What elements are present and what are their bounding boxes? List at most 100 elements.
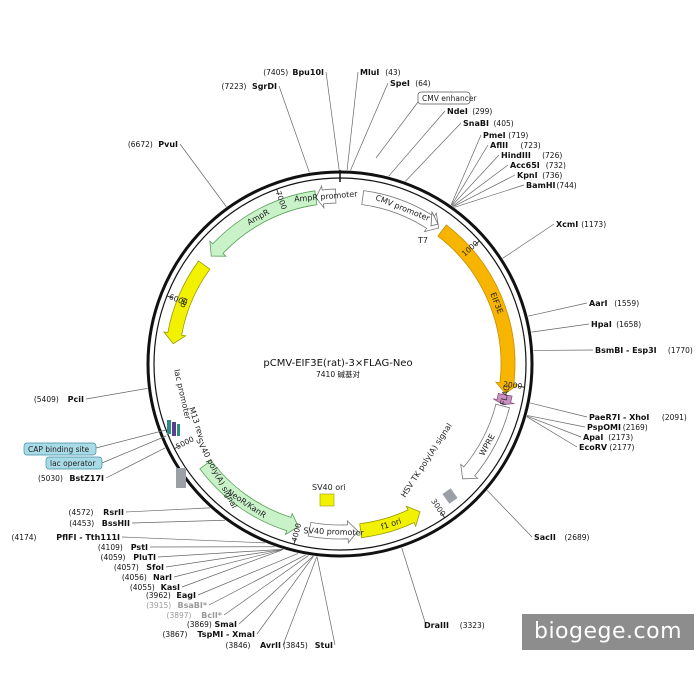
site-pluti: PluTI(4059): [101, 553, 156, 562]
site-position: (5030): [38, 474, 63, 483]
site-avrii: AvrII (3846): [226, 641, 281, 650]
watermark: biogege.com: [522, 614, 694, 650]
site-bamhi: BamHI(744): [526, 181, 577, 190]
site-eagi: EagI(3962): [146, 591, 196, 600]
site-name: AarI: [589, 299, 608, 308]
site-psti: PstI (4109): [98, 543, 148, 552]
site-position: (1559): [614, 299, 639, 308]
site-tspmi-xmai: TspMI - XmaI(3867): [162, 630, 255, 639]
t7-label: T7: [417, 236, 428, 245]
site-position: (2177): [610, 443, 635, 452]
site-pvui: PvuI (6672): [128, 140, 178, 149]
site-name: PciI: [68, 395, 84, 404]
site-ecorv: EcoRV(2177): [579, 443, 635, 452]
feature-label-sv40-promoter: SV40 promoter: [303, 526, 364, 537]
site-position: (2173): [608, 433, 633, 442]
hsv-tk-polya-label: HSV TK poly(A) signal: [399, 422, 454, 500]
site-position: (64): [415, 79, 430, 88]
site-leader-lines: [85, 71, 594, 646]
plasmid-size: 7410 碱基对: [316, 369, 360, 379]
site-name: PmeI: [483, 131, 506, 140]
site-name: PvuI: [158, 140, 178, 149]
site-hpai: HpaI(1658): [591, 320, 641, 329]
site-sacii: SacII(2689): [534, 533, 590, 542]
site-bsshii: BssHII (4453): [69, 519, 130, 528]
site-acc65i: Acc65I(732): [510, 161, 566, 170]
site-pspomi: PspOMI(2169): [587, 423, 648, 432]
site-pcii: PciI (5409): [34, 395, 84, 404]
cap-binding-site-label: CAP binding site: [28, 445, 90, 454]
site-bstz17i: BstZ17I (5030): [38, 474, 104, 483]
site-name: Acc65I: [510, 161, 540, 170]
site-name: PstI: [131, 543, 148, 552]
site-spei: SpeI (64): [390, 79, 431, 88]
site-aflii: AflII(723): [490, 141, 541, 150]
site-smai: SmaI(3869): [187, 620, 237, 629]
plasmid-title: pCMV-EIF3E(rat)-3×FLAG-Neo: [263, 358, 412, 369]
site-name: PluTI: [133, 553, 156, 562]
site-position: (3846): [226, 641, 251, 650]
site-name: BssHII: [102, 519, 130, 528]
site-position: (744): [557, 181, 577, 190]
site-name: EcoRV: [579, 443, 608, 452]
site-position: (4174): [12, 533, 37, 542]
site-name: SnaBI: [463, 119, 489, 128]
site-position: (405): [494, 119, 514, 128]
tick-1000: [474, 240, 480, 246]
feature-f1-ori: f1 ori: [359, 505, 421, 539]
site-position: (723): [521, 141, 541, 150]
site-position: (299): [472, 107, 492, 116]
feature-sv40-promoter: SV40 promoter: [303, 519, 365, 544]
lac-operator-box: lac operator: [45, 435, 167, 470]
tick-5000: [174, 445, 180, 450]
feature-label-ori: ori: [178, 296, 190, 309]
site-position: (5409): [34, 395, 59, 404]
site-name: PflFI - Tth111I: [56, 533, 120, 542]
site-position: (3869): [187, 620, 212, 629]
site-name: KasI: [161, 583, 180, 592]
site-hindiii: HindIII(726): [501, 151, 562, 160]
site-position: (4572): [69, 508, 94, 517]
site-name: PspOMI: [587, 423, 621, 432]
site-bpu10i: Bpu10I (7405): [263, 68, 324, 77]
tick-label-3000: 3000: [429, 497, 447, 518]
site-position: (6672): [128, 140, 153, 149]
site-name: RsrII: [103, 508, 124, 517]
sv40-ori-label: SV40 ori: [312, 483, 346, 492]
feature-ori: ori: [162, 260, 211, 345]
site-name: KpnI: [517, 171, 538, 180]
site-position: (3867): [162, 630, 187, 639]
site-position: (736): [542, 171, 562, 180]
site-position: (4109): [98, 543, 123, 552]
site-sgrdi: SgrDI(7223): [222, 82, 277, 91]
site-position: (1658): [616, 320, 641, 329]
site-bcli: BclI*(3897): [167, 611, 223, 620]
site-position: (3915): [146, 601, 171, 610]
site-name: SpeI: [390, 79, 410, 88]
cap-binding-site-box: CAP binding site: [23, 429, 167, 456]
tick-6000: [166, 295, 173, 299]
site-name: HindIII: [501, 151, 531, 160]
feature-cmv-promoter: CMV promoter: [361, 190, 440, 233]
site-mlui: MluI(43): [360, 68, 401, 77]
feature-eif3e: EIF3E: [437, 224, 519, 394]
site-stui: StuI(3845): [283, 641, 333, 650]
site-name: AvrII: [260, 641, 281, 650]
site-name: BsmBI - Esp3I: [595, 346, 657, 355]
site-name: BstZ17I: [69, 474, 104, 483]
site-name: SmaI: [215, 620, 237, 629]
feature-wpre: WPRE: [460, 403, 510, 480]
site-rsrii: RsrII (4572): [69, 508, 124, 517]
site-nari: NarI(4056): [122, 573, 172, 582]
site-position: (4453): [69, 519, 94, 528]
site-name: MluI: [360, 68, 379, 77]
lac-operator-label: lac operator: [50, 459, 96, 468]
site-position: (7405): [263, 68, 288, 77]
site-name: StuI: [315, 641, 333, 650]
site-position: (719): [508, 131, 528, 140]
site-name: Bpu10I: [292, 68, 324, 77]
site-name: BsaBI*: [177, 601, 207, 610]
site-position: (1173): [581, 220, 606, 229]
